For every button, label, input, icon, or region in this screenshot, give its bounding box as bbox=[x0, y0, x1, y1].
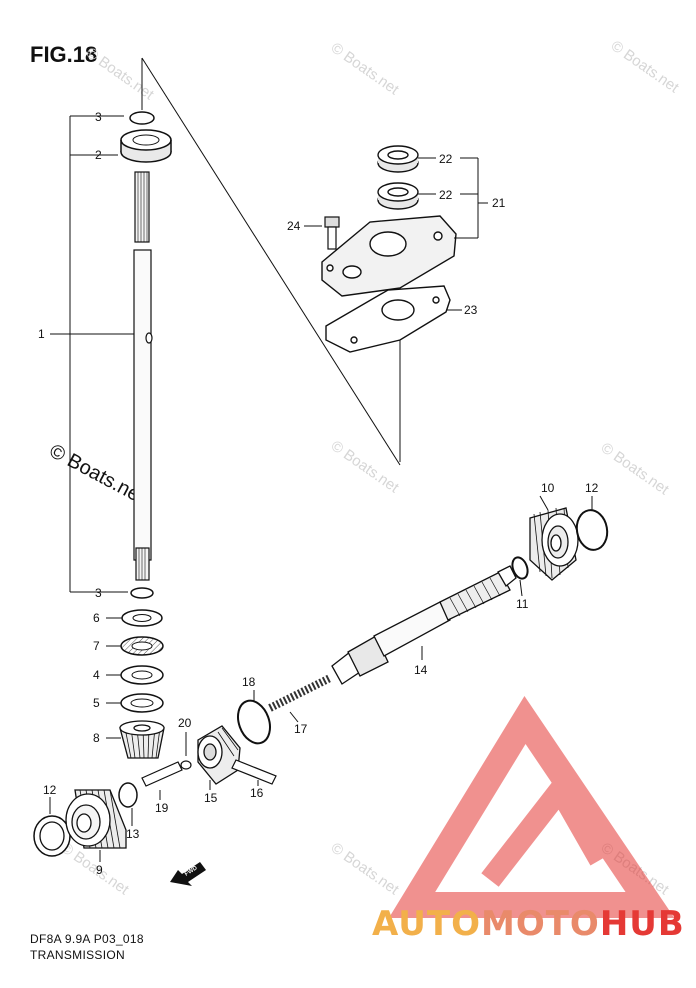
watermark: © Boats.net bbox=[328, 39, 403, 98]
clutch-dog-part bbox=[197, 725, 241, 785]
figure-subtitle: TRANSMISSION bbox=[30, 948, 125, 962]
callout-12-left: 12 bbox=[43, 783, 57, 797]
seal-housing-part bbox=[321, 215, 457, 297]
callout-15: 15 bbox=[204, 791, 218, 805]
bearing-part bbox=[120, 129, 172, 163]
pin-part bbox=[141, 760, 192, 787]
callout-8: 8 bbox=[93, 731, 100, 745]
oil-seal-lower-part bbox=[377, 182, 419, 210]
watermark: © Boats.net bbox=[83, 44, 158, 103]
watermark: © Boats.net bbox=[608, 37, 683, 96]
circlip-top-part bbox=[129, 111, 155, 125]
callout-22-bottom: 22 bbox=[439, 188, 453, 202]
callout-3-top: 3 bbox=[95, 110, 102, 124]
shim-12-part bbox=[575, 509, 609, 551]
cross-pin-part bbox=[231, 759, 277, 785]
propeller-shaft-part bbox=[331, 565, 517, 685]
callout-4: 4 bbox=[93, 668, 100, 682]
callout-21: 21 bbox=[492, 196, 506, 210]
bolt-part bbox=[324, 216, 340, 250]
callout-19: 19 bbox=[155, 801, 169, 815]
callout-16: 16 bbox=[250, 786, 264, 800]
callout-10: 10 bbox=[541, 481, 555, 495]
callout-12-right: 12 bbox=[585, 481, 599, 495]
circlip-bottom-part bbox=[130, 587, 154, 599]
callout-22-top: 22 bbox=[439, 152, 453, 166]
watermark: © Boats.net bbox=[598, 439, 673, 498]
pinion-gear-part bbox=[119, 720, 165, 759]
figure-code: DF8A 9.9A P03_018 bbox=[30, 932, 144, 946]
callout-20: 20 bbox=[178, 716, 192, 730]
logo-part-hub: HUB bbox=[599, 904, 685, 944]
logo-wordmark: AUTOMOTOHUB bbox=[372, 904, 685, 944]
fwd-arrow-icon: FWD bbox=[170, 862, 206, 886]
callout-2: 2 bbox=[95, 148, 102, 162]
watermark: © Boats.net bbox=[328, 437, 403, 496]
ring-18-part bbox=[237, 699, 271, 745]
callout-18: 18 bbox=[242, 675, 256, 689]
logo-part-auto: AUTO bbox=[372, 904, 481, 944]
callout-14: 14 bbox=[414, 663, 428, 677]
callout-3-bottom: 3 bbox=[95, 586, 102, 600]
automotohub-logo-icon bbox=[388, 695, 675, 918]
callout-17: 17 bbox=[294, 722, 308, 736]
oil-seal-upper-part bbox=[377, 145, 419, 173]
logo-part-moto: MOTO bbox=[480, 904, 600, 944]
thrust-bearing-part bbox=[120, 636, 164, 656]
callout-24: 24 bbox=[287, 219, 301, 233]
reverse-gear-part bbox=[529, 507, 579, 581]
callout-9: 9 bbox=[96, 863, 103, 877]
callout-5: 5 bbox=[93, 696, 100, 710]
figure-title: FIG.18 bbox=[30, 42, 98, 67]
spring-part bbox=[268, 674, 332, 712]
callout-6: 6 bbox=[93, 611, 100, 625]
callout-13: 13 bbox=[126, 827, 140, 841]
callout-11: 11 bbox=[516, 597, 529, 611]
callout-23: 23 bbox=[464, 303, 478, 317]
shim-11-part bbox=[511, 556, 529, 580]
gasket-part bbox=[325, 285, 451, 353]
forward-gear-part bbox=[33, 782, 138, 857]
callout-1: 1 bbox=[38, 327, 45, 341]
watermark: © Boats.net bbox=[328, 839, 403, 898]
callout-7: 7 bbox=[93, 639, 100, 653]
drive-shaft-part bbox=[133, 171, 153, 581]
